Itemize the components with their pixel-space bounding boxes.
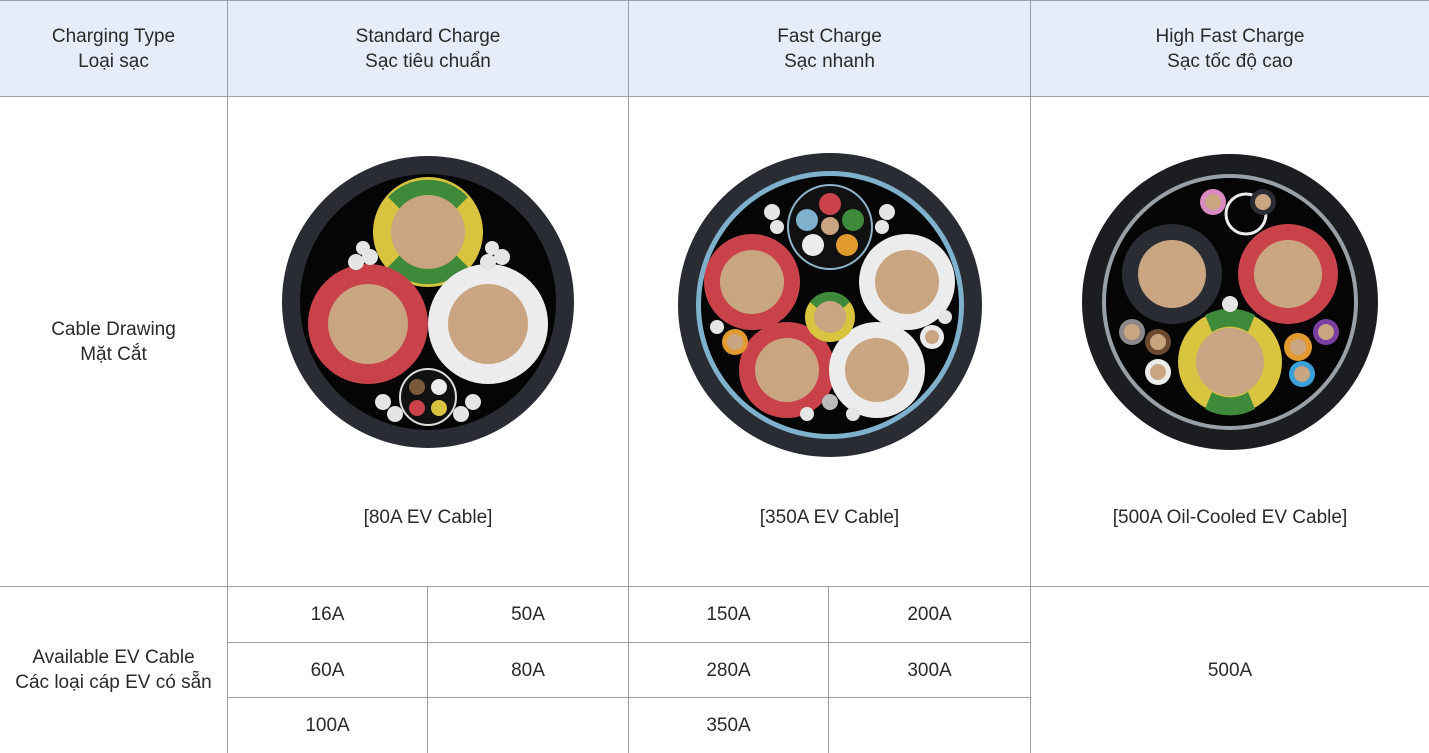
standard-value-cell: 100A xyxy=(228,698,428,753)
header-standard-charge: Standard Charge Sạc tiêu chuẩn xyxy=(228,1,629,97)
header-fast-en: Fast Charge xyxy=(777,25,882,47)
cable-cross-section-350a-image xyxy=(677,153,982,457)
cable-drawing-label-en: Cable Drawing xyxy=(51,318,176,340)
standard-value-cell: 60A xyxy=(228,643,428,698)
fast-value-cell: 300A xyxy=(829,643,1031,698)
fast-value-cell xyxy=(829,698,1031,753)
high-fast-value-cell: 500A xyxy=(1207,659,1253,681)
cable-cross-section-500a-image xyxy=(1082,154,1378,450)
standard-cable-caption: [80A EV Cable] xyxy=(363,507,493,528)
header-standard-vi: Sạc tiêu chuẩn xyxy=(365,50,491,72)
header-fast-charge: Fast Charge Sạc nhanh xyxy=(629,1,1031,97)
row-label-available-ev-cable: Available EV Cable Các loại cáp EV có sẵ… xyxy=(0,587,228,753)
available-label-vi: Các loại cáp EV có sẵn xyxy=(15,672,212,693)
header-charging-type-vi: Loại sạc xyxy=(78,50,149,72)
high-fast-cable-drawing-cell: [500A Oil-Cooled EV Cable] xyxy=(1031,97,1429,587)
row-label-cable-drawing: Cable Drawing Mặt Cắt xyxy=(0,97,228,587)
standard-value-cell xyxy=(428,698,629,753)
fast-cable-caption: [350A EV Cable] xyxy=(759,507,900,528)
fast-cable-drawing-cell: [350A EV Cable] xyxy=(629,97,1031,587)
header-standard-en: Standard Charge xyxy=(355,25,501,47)
standard-value-cell: 50A xyxy=(428,587,629,643)
cable-drawing-label-vi: Mặt Cắt xyxy=(80,343,147,365)
available-label-en: Available EV Cable xyxy=(32,647,195,668)
standard-value-cell: 80A xyxy=(428,643,629,698)
high-fast-cable-caption: [500A Oil-Cooled EV Cable] xyxy=(1112,507,1348,528)
fast-value-cell: 280A xyxy=(629,643,829,698)
standard-cable-drawing-cell: [80A EV Cable] xyxy=(228,97,629,587)
header-charging-type: Charging Type Loại sạc xyxy=(0,1,228,97)
header-high-fast-charge: High Fast Charge Sạc tốc độ cao xyxy=(1031,1,1429,97)
fast-value-cell: 350A xyxy=(629,698,829,753)
standard-value-cell: 16A xyxy=(228,587,428,643)
header-charging-type-en: Charging Type xyxy=(51,25,176,47)
header-fast-vi: Sạc nhanh xyxy=(784,50,875,72)
header-high-fast-vi: Sạc tốc độ cao xyxy=(1167,50,1293,72)
fast-value-cell: 200A xyxy=(829,587,1031,643)
header-high-fast-en: High Fast Charge xyxy=(1155,25,1305,47)
fast-value-cell: 150A xyxy=(629,587,829,643)
cable-cross-section-80a-image xyxy=(282,156,574,448)
